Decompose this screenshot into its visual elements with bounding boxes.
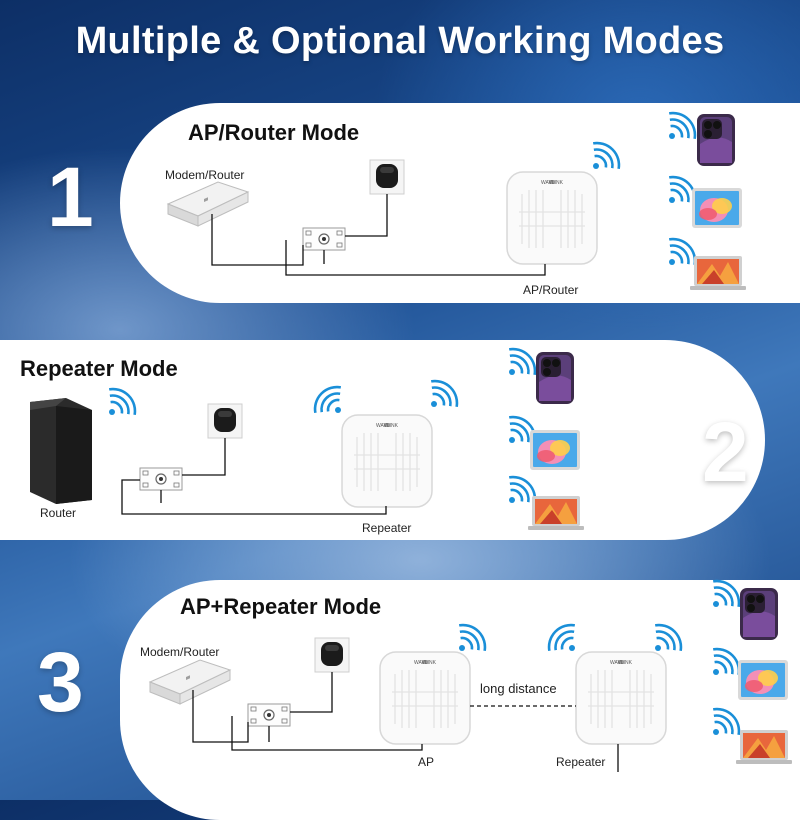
mode-3-ap-label: AP: [418, 755, 435, 769]
poe-splitter-icon: [247, 703, 291, 727]
modem-router-icon: [167, 181, 249, 227]
wifi-signal-icon: [307, 379, 343, 415]
laptop-icon: [736, 730, 792, 764]
repeater-icon: [575, 651, 667, 745]
phone-icon: [740, 588, 778, 640]
laptop-icon: [690, 256, 746, 290]
wifi-signal-icon: [457, 617, 493, 653]
wifi-signal-icon: [107, 381, 143, 417]
diagram-artwork: WAVLINK: [30, 105, 792, 772]
wifi-signal-icon: [711, 701, 747, 737]
power-plug-icon: [207, 403, 243, 439]
power-plug-icon: [369, 159, 405, 195]
mode-1-diagram: [167, 105, 746, 290]
wifi-signal-icon: [591, 135, 627, 171]
power-plug-icon: [314, 637, 350, 673]
mode-1-device-label: AP/Router: [523, 283, 579, 297]
mode-3-title: AP+Repeater Mode: [180, 594, 382, 619]
wifi-signal-icon: [653, 617, 689, 653]
repeater-icon: [341, 414, 433, 508]
mode-1-title: AP/Router Mode: [188, 120, 360, 145]
tablet-icon: [530, 430, 580, 470]
mode-2-diagram: [30, 341, 584, 530]
phone-icon: [536, 352, 574, 404]
phone-icon: [697, 114, 735, 166]
access-point-icon: [506, 171, 598, 265]
mode-2-source-label: Router: [40, 506, 77, 520]
mode-3-diagram: [149, 573, 792, 772]
wifi-signal-icon: [429, 373, 465, 409]
mode-2-device-label: Repeater: [362, 521, 412, 535]
mode-3-number: 3: [37, 635, 84, 729]
access-point-icon: [379, 651, 471, 745]
router-tower-icon: [30, 398, 92, 504]
mode-1-number: 1: [47, 150, 94, 244]
tablet-icon: [738, 660, 788, 700]
mode-2-number: 2: [702, 405, 749, 499]
poe-splitter-icon: [139, 467, 183, 491]
mode-3-repeater-label: Repeater: [556, 755, 606, 769]
mode-2-title: Repeater Mode: [20, 356, 178, 381]
mode-1-source-label: Modem/Router: [165, 168, 245, 182]
wifi-signal-icon: [541, 617, 577, 653]
mode-3-source-label: Modem/Router: [140, 645, 220, 659]
wifi-signal-icon: [667, 105, 703, 141]
page-title: Multiple & Optional Working Modes: [75, 20, 725, 62]
modem-router-icon: [149, 659, 231, 705]
mode-3-link-label: long distance: [480, 681, 557, 696]
tablet-icon: [692, 188, 742, 228]
laptop-icon: [528, 496, 584, 530]
poe-splitter-icon: [302, 227, 346, 251]
